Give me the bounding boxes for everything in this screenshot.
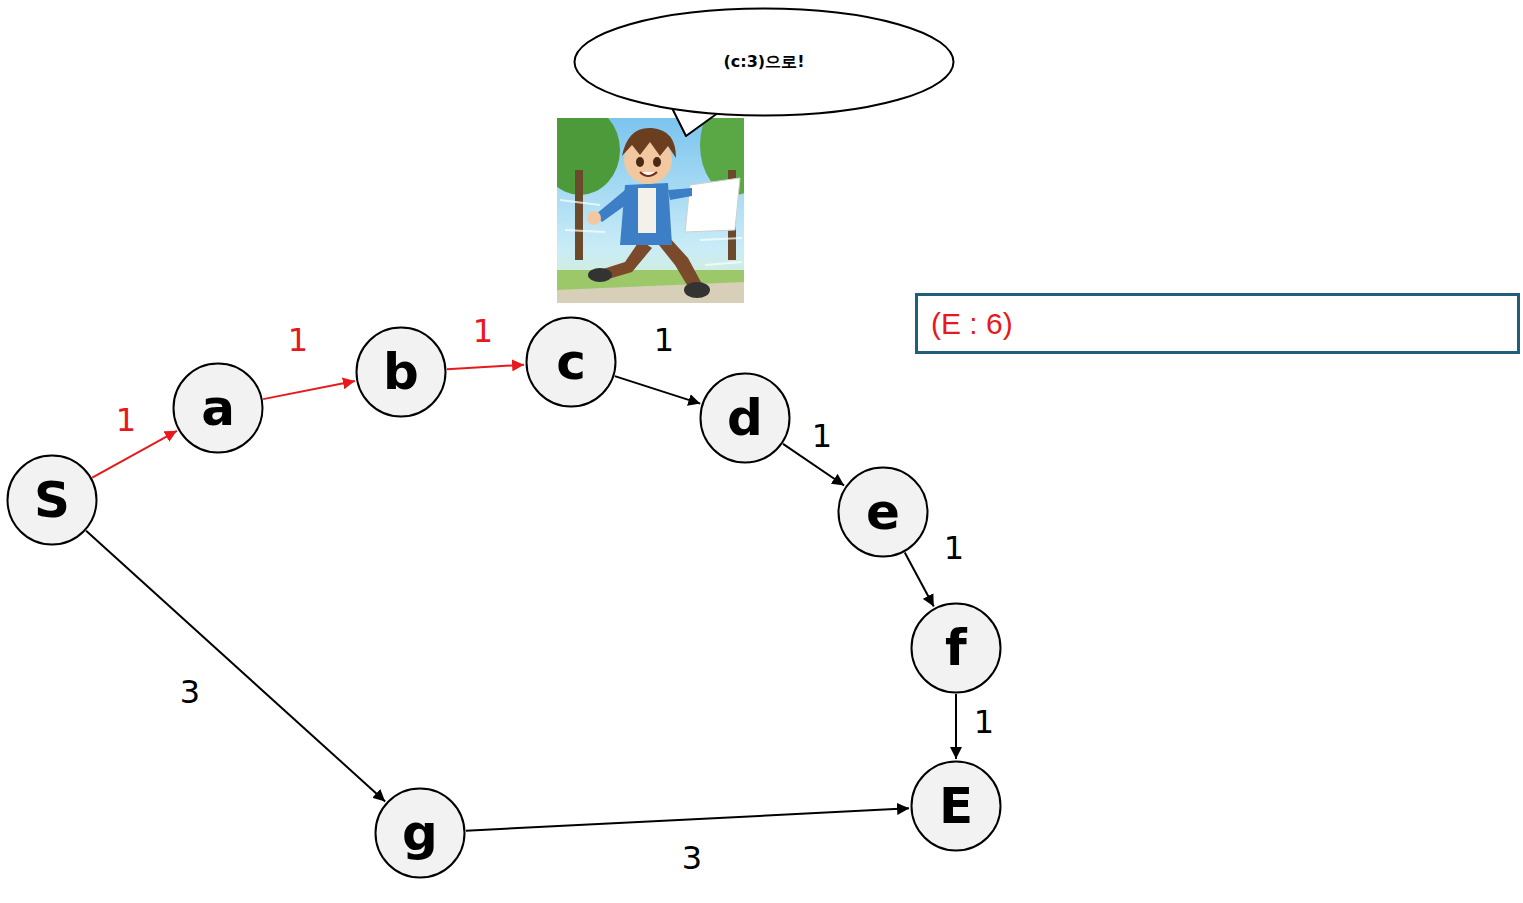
graph-node-shape xyxy=(8,456,97,545)
edge-weight: 1 xyxy=(286,324,310,356)
speech-bubble: (c:3)으로! xyxy=(573,7,955,117)
graph-node: f xyxy=(910,602,1002,694)
graph-node: c xyxy=(525,316,617,408)
edge-weight: 1 xyxy=(972,706,996,738)
edge-weight: 1 xyxy=(471,315,495,347)
arrow-connector xyxy=(263,381,355,399)
arrow-connector xyxy=(466,808,909,830)
edge-weight: 1 xyxy=(810,420,834,452)
node-text: d xyxy=(727,389,763,447)
result-box: (E : 6) xyxy=(915,293,1520,354)
node-text: E xyxy=(939,777,973,835)
graph-node-shape xyxy=(376,789,465,878)
runner-picture xyxy=(557,118,744,303)
arrow-connector xyxy=(955,694,957,759)
arrow-connector xyxy=(92,431,177,478)
node-text: e xyxy=(866,483,900,541)
node-text: a xyxy=(201,379,235,437)
arrow-connector xyxy=(447,365,524,370)
graph-node-shape xyxy=(701,374,790,463)
graph-node: b xyxy=(355,326,447,418)
graph-node: E xyxy=(910,760,1002,852)
arrow-connector xyxy=(615,376,700,404)
graph-node: d xyxy=(699,372,791,464)
edge-weight: 1 xyxy=(942,532,966,564)
edge-weight: 1 xyxy=(652,324,676,356)
result-box-shape xyxy=(917,295,1519,353)
node-text: g xyxy=(402,804,438,862)
arrow-connector xyxy=(86,531,385,802)
edge-weight: 3 xyxy=(680,842,704,874)
graph-node-shape xyxy=(357,328,446,417)
node-text: f xyxy=(945,619,967,677)
node-text: (c:3)으로! xyxy=(724,52,805,73)
node-text: c xyxy=(556,333,586,391)
graph-node: a xyxy=(172,362,264,454)
speech-bubble-shape xyxy=(575,9,954,116)
graph-node-shape xyxy=(174,364,263,453)
graph-node-shape xyxy=(912,762,1001,851)
graph-node-shape xyxy=(527,318,616,407)
node-text: b xyxy=(383,343,419,401)
edge-weight: 1 xyxy=(114,404,138,436)
arrow-connector xyxy=(905,553,934,607)
node-text: (E : 6) xyxy=(931,307,1013,341)
graph-node: S xyxy=(6,454,98,546)
node-text: S xyxy=(34,471,70,529)
graph-node: g xyxy=(374,787,466,879)
edge-weight: 3 xyxy=(178,676,202,708)
graph-node: e xyxy=(837,466,929,558)
graph-node-shape xyxy=(839,468,928,557)
graph-node-shape xyxy=(912,604,1001,693)
